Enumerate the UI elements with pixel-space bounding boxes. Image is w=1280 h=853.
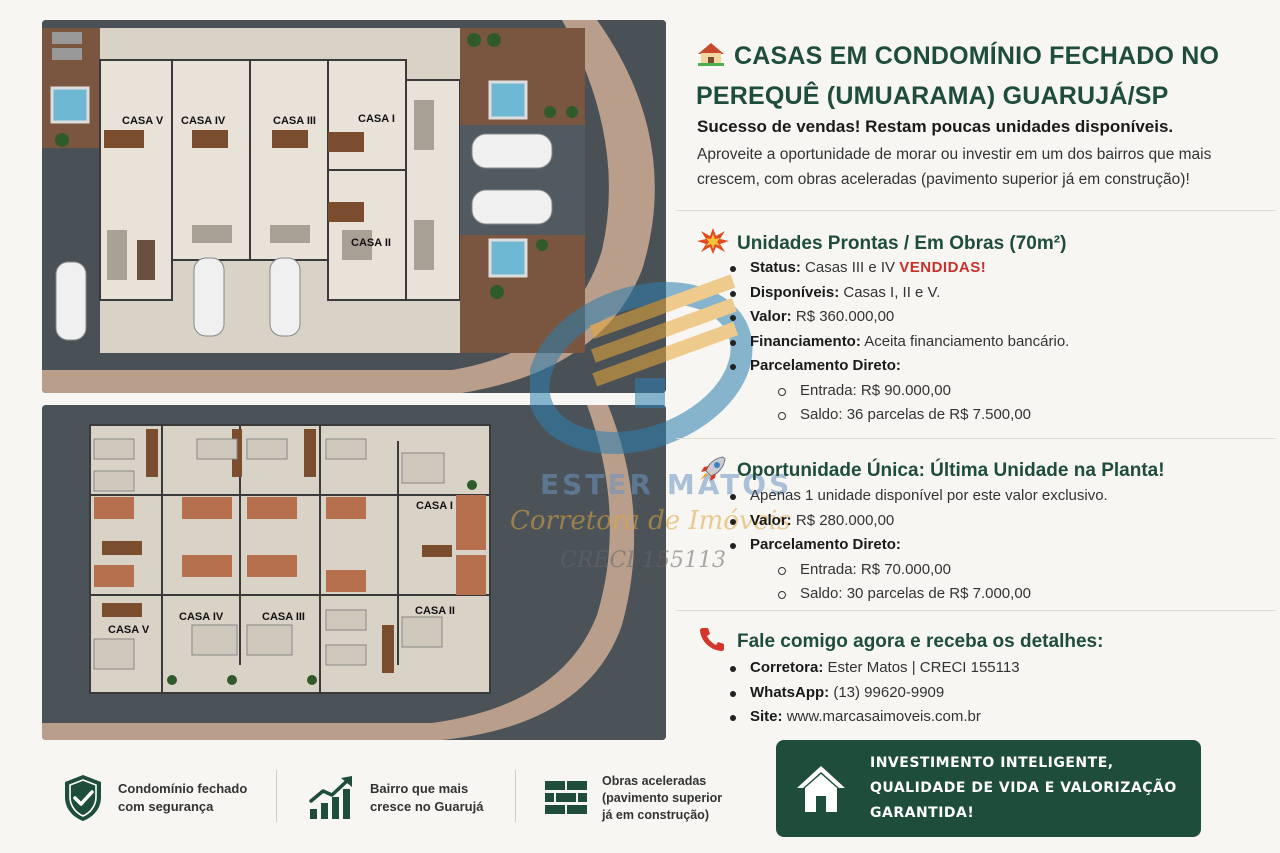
plan-label-upper-casa-iv: CASA IV	[179, 611, 224, 623]
list-item-financing: Financiamento: Aceita financiamento banc…	[730, 330, 1069, 355]
intro-paragraph: Aproveite a oportunidade de morar ou inv…	[697, 146, 1212, 188]
list-item-price: Valor: R$ 360.000,00	[730, 305, 1069, 330]
plan-label-upper-casa-i: CASA I	[416, 500, 453, 512]
label-site: Site:	[750, 708, 783, 725]
list-item-whatsapp: WhatsApp: (13) 99620-9909	[730, 681, 1020, 706]
house-emoji-icon	[698, 43, 724, 66]
page-subtitle: Sucesso de vendas! Restam poucas unidade…	[697, 117, 1174, 136]
rocket-icon	[700, 456, 726, 481]
contact-list: Corretora: Ester Matos | CRECI 155113 Wh…	[730, 656, 1020, 730]
feature-separator	[515, 770, 516, 822]
feature-security-line2: com segurança	[118, 799, 214, 814]
feature-construction-line1: Obras aceleradas	[602, 773, 707, 788]
plan-label-casa-iv: CASA IV	[181, 115, 226, 127]
list-item-down-payment: Entrada: R$ 90.000,00	[730, 379, 1069, 404]
section-heading-ready-units-text: Unidades Prontas / Em Obras (70m²)	[737, 233, 1067, 254]
value-available: Casas I, II e V.	[843, 283, 941, 301]
feature-growth: Bairro que mais cresce no Guarujá	[308, 768, 483, 828]
list-item-realtor: Corretora: Ester Matos | CRECI 155113	[730, 656, 1020, 681]
plan-label-casa-iii: CASA III	[273, 115, 316, 127]
list-item-price-2: Valor: R$ 280.000,00	[730, 509, 1108, 534]
list-item-status: Status: Casas III e IV VENDIDAS!	[730, 256, 1069, 281]
investment-banner-text: INVESTIMENTO INTELIGENTE, QUALIDADE DE V…	[870, 751, 1177, 826]
page-title: CASAS EM CONDOMÍNIO FECHADO NO PEREQUÊ (…	[696, 36, 1276, 116]
value-price: R$ 360.000,00	[795, 308, 895, 325]
ground-floor-plan-image: CASA V CASA IV CASA III CASA I CASA II	[42, 20, 666, 393]
plan-label-upper-casa-ii: CASA II	[415, 605, 455, 617]
section-heading-last-unit-text: Oportunidade Única: Última Unidade na Pl…	[737, 460, 1165, 481]
label-realtor: Corretora:	[750, 659, 824, 676]
feature-growth-line2: cresce no Guarujá	[370, 799, 484, 814]
value-status: Casas III e IV	[805, 259, 896, 276]
value-site: www.marcasaimoveis.com.br	[786, 708, 981, 725]
shield-check-icon	[65, 775, 101, 821]
plan-label-casa-v: CASA V	[122, 115, 164, 127]
divider	[676, 438, 1276, 439]
ready-units-list: Status: Casas III e IV VENDIDAS! Disponí…	[730, 256, 1069, 428]
growth-chart-icon	[309, 776, 352, 819]
label-price: Valor:	[750, 308, 792, 325]
section-heading-contact-text: Fale comigo agora e receba os detalhes:	[737, 631, 1104, 652]
feature-construction-line2: (pavimento superior	[602, 790, 723, 805]
label-price-2: Valor:	[750, 511, 792, 529]
explosion-icon	[697, 228, 729, 254]
feature-growth-line1: Bairro que mais	[370, 781, 469, 796]
banner-line2: QUALIDADE DE VIDA E VALORIZAÇÃO	[870, 780, 1177, 796]
list-item-down-payment-2: Entrada: R$ 70.000,00	[730, 558, 1108, 583]
label-whatsapp: WhatsApp:	[750, 683, 830, 701]
value-price-2: R$ 280.000,00	[795, 511, 895, 529]
section-heading-ready-units: Unidades Prontas / Em Obras (70m²)	[697, 228, 1066, 255]
plan-label-upper-casa-v: CASA V	[108, 624, 150, 636]
divider	[676, 210, 1276, 211]
section-heading-last-unit: Oportunidade Única: Última Unidade na Pl…	[697, 455, 1165, 482]
list-item-installments: Parcelamento Direto:	[730, 354, 1069, 379]
feature-separator	[276, 770, 277, 822]
list-item-installments-2: Parcelamento Direto:	[730, 533, 1108, 558]
value-realtor: Ester Matos | CRECI 155113	[827, 659, 1020, 676]
list-item-balance: Saldo: 36 parcelas de R$ 7.500,00	[730, 403, 1069, 428]
plan-label-casa-i: CASA I	[358, 113, 395, 125]
list-item-site: Site: www.marcasaimoveis.com.br	[730, 705, 1020, 730]
feature-security-text: Condomínio fechado com segurança	[118, 780, 247, 816]
page-title-text: CASAS EM CONDOMÍNIO FECHADO NO PEREQUÊ (…	[696, 42, 1220, 110]
brick-wall-icon	[545, 781, 587, 814]
feature-security-line1: Condomínio fechado	[118, 781, 248, 796]
list-item-only-one: Apenas 1 unidade disponível por este val…	[730, 484, 1108, 509]
feature-security: Condomínio fechado com segurança	[62, 768, 247, 828]
value-financing: Aceita financiamento bancário.	[864, 332, 1070, 350]
investment-banner: INVESTIMENTO INTELIGENTE, QUALIDADE DE V…	[776, 740, 1201, 837]
banner-line1: INVESTIMENTO INTELIGENTE,	[870, 755, 1114, 771]
phone-icon	[700, 628, 724, 651]
value-whatsapp: (13) 99620-9909	[833, 683, 945, 701]
feature-construction-text: Obras aceleradas (pavimento superior já …	[602, 773, 722, 824]
label-installments-2: Parcelamento Direto:	[750, 536, 901, 553]
house-icon	[797, 765, 845, 812]
banner-line3: GARANTIDA!	[870, 805, 975, 821]
plan-label-casa-ii: CASA II	[351, 237, 391, 249]
label-installments: Parcelamento Direto:	[750, 357, 901, 374]
upper-floor-plan-image: CASA I CASA V CASA IV CASA III CASA II	[42, 405, 666, 740]
label-status: Status:	[750, 259, 801, 276]
divider	[676, 610, 1276, 611]
section-heading-contact: Fale comigo agora e receba os detalhes:	[697, 626, 1103, 653]
sold-badge: VENDIDAS!	[899, 259, 987, 276]
feature-growth-text: Bairro que mais cresce no Guarujá	[370, 780, 483, 816]
plan-label-upper-casa-iii: CASA III	[262, 611, 305, 623]
feature-construction-line3: já em construção)	[602, 807, 709, 822]
label-financing: Financiamento:	[750, 332, 861, 350]
label-available: Disponíveis:	[750, 283, 840, 301]
last-unit-list: Apenas 1 unidade disponível por este val…	[730, 484, 1108, 607]
list-item-balance-2: Saldo: 30 parcelas de R$ 7.000,00	[730, 582, 1108, 607]
list-item-available: Disponíveis: Casas I, II e V.	[730, 281, 1069, 306]
feature-construction: Obras aceleradas (pavimento superior já …	[544, 768, 722, 828]
